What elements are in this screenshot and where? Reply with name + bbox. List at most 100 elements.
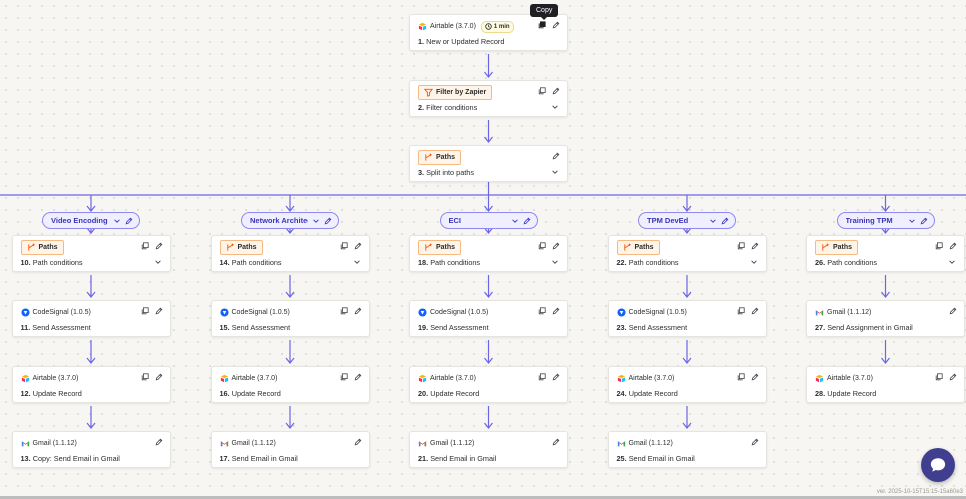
edit-icon[interactable]	[523, 217, 531, 225]
edit-icon[interactable]	[551, 437, 561, 447]
chevron-down-icon[interactable]	[312, 217, 320, 225]
chevron-down-icon[interactable]	[353, 258, 361, 266]
step-28[interactable]: Airtable (3.7.0)28. Update Record	[806, 366, 965, 403]
edit-icon[interactable]	[551, 20, 561, 30]
copy-icon[interactable]	[339, 241, 349, 251]
copy-icon[interactable]	[537, 372, 547, 382]
edit-icon[interactable]	[125, 217, 133, 225]
step-20[interactable]: Airtable (3.7.0)20. Update Record	[409, 366, 568, 403]
copy-icon[interactable]	[537, 306, 547, 316]
edit-icon[interactable]	[551, 86, 561, 96]
copy-icon[interactable]	[339, 372, 349, 382]
chevron-down-icon[interactable]	[948, 258, 956, 266]
copy-icon[interactable]	[537, 20, 547, 30]
edit-icon[interactable]	[948, 241, 958, 251]
step-name: Send Assignment in Gmail	[827, 323, 913, 332]
edit-icon[interactable]	[750, 241, 760, 251]
step-name: Path conditions	[32, 258, 83, 267]
step-19[interactable]: CodeSignal (1.0.5)19. Send Assessment	[409, 300, 568, 337]
copy-icon[interactable]	[140, 241, 150, 251]
edit-icon[interactable]	[353, 437, 363, 447]
step-13[interactable]: Gmail (1.1.12)13. Copy: Send Email in Gm…	[11, 431, 171, 468]
edit-icon[interactable]	[154, 437, 164, 447]
copy-icon[interactable]	[537, 86, 547, 96]
app-name: Airtable (3.7.0)	[430, 23, 476, 30]
app-label: Airtable (3.7.0)	[617, 372, 674, 385]
step-27[interactable]: Gmail (1.1.12)27. Send Assignment in Gma…	[806, 300, 965, 337]
edit-icon[interactable]	[750, 306, 760, 316]
edit-icon[interactable]	[551, 372, 561, 382]
step-23[interactable]: CodeSignal (1.0.5)23. Send Assessment	[607, 300, 767, 337]
copy-icon[interactable]	[339, 306, 349, 316]
edit-icon[interactable]	[948, 372, 958, 382]
polling-time-badge: 1 min	[480, 20, 514, 33]
airtable-icon	[617, 374, 626, 383]
copy-icon[interactable]	[140, 306, 150, 316]
chevron-down-icon[interactable]	[908, 217, 916, 225]
step-25[interactable]: Gmail (1.1.12)25. Send Email in Gmail	[607, 431, 767, 468]
edit-icon[interactable]	[948, 306, 958, 316]
copy-icon[interactable]	[736, 372, 746, 382]
copy-icon[interactable]	[934, 241, 944, 251]
chevron-down-icon[interactable]	[551, 168, 559, 176]
edit-icon[interactable]	[353, 306, 363, 316]
copy-icon[interactable]	[140, 372, 150, 382]
step-17[interactable]: Gmail (1.1.12)17. Send Email in Gmail	[210, 431, 370, 468]
copy-icon[interactable]	[934, 372, 944, 382]
arrow-head	[484, 357, 493, 364]
edit-icon[interactable]	[154, 241, 164, 251]
step-title: 1. New or Updated Record	[418, 37, 504, 46]
codesignal-icon	[418, 308, 427, 317]
edit-icon[interactable]	[324, 217, 332, 225]
app-name: Paths	[833, 244, 853, 251]
app-label: Gmail (1.1.12)	[617, 437, 673, 450]
edit-icon[interactable]	[750, 372, 760, 382]
edit-icon[interactable]	[750, 437, 760, 447]
step-15[interactable]: CodeSignal (1.0.5)15. Send Assessment	[210, 300, 370, 337]
path-pill-network-architecture[interactable]: Network Architecture	[241, 212, 339, 229]
edit-icon[interactable]	[353, 372, 363, 382]
path-pill-training-tpm[interactable]: Training TPM	[836, 212, 935, 229]
app-label: CodeSignal (1.0.5)	[418, 306, 488, 319]
path-pill-eci[interactable]: ECI	[439, 212, 538, 229]
chat-support-button[interactable]	[921, 448, 955, 482]
step-11[interactable]: CodeSignal (1.0.5)11. Send Assessment	[11, 300, 171, 337]
edit-icon[interactable]	[551, 151, 561, 161]
horizontal-scrollbar[interactable]	[0, 496, 966, 499]
copy-icon[interactable]	[736, 241, 746, 251]
step-1[interactable]: Airtable (3.7.0) 1 min 1. New or Updated R…	[409, 14, 568, 51]
edit-icon[interactable]	[920, 217, 928, 225]
chevron-down-icon[interactable]	[551, 258, 559, 266]
edit-icon[interactable]	[154, 306, 164, 316]
edit-icon[interactable]	[154, 372, 164, 382]
step-21[interactable]: Gmail (1.1.12)21. Send Email in Gmail	[409, 431, 568, 468]
chevron-down-icon[interactable]	[113, 217, 121, 225]
step-title: 27. Send Assignment in Gmail	[815, 323, 913, 332]
step-12[interactable]: Airtable (3.7.0)12. Update Record	[11, 366, 171, 403]
chevron-down-icon[interactable]	[551, 103, 559, 111]
path-pill-tpm-deved[interactable]: TPM DevEd	[638, 212, 736, 229]
edit-icon[interactable]	[353, 241, 363, 251]
copy-icon[interactable]	[736, 306, 746, 316]
edit-icon[interactable]	[551, 306, 561, 316]
chevron-down-icon[interactable]	[709, 217, 717, 225]
copy-icon[interactable]	[537, 241, 547, 251]
chevron-down-icon[interactable]	[750, 258, 758, 266]
chevron-down-icon[interactable]	[154, 258, 162, 266]
step-number: 2.	[418, 103, 425, 112]
step-16[interactable]: Airtable (3.7.0)16. Update Record	[210, 366, 370, 403]
step-name: Path conditions	[231, 258, 282, 267]
chevron-down-icon[interactable]	[511, 217, 519, 225]
step-24[interactable]: Airtable (3.7.0)24. Update Record	[607, 366, 767, 403]
edit-icon[interactable]	[721, 217, 729, 225]
path-pill-video-encoding[interactable]: Video Encoding	[42, 212, 140, 229]
edit-icon[interactable]	[551, 241, 561, 251]
